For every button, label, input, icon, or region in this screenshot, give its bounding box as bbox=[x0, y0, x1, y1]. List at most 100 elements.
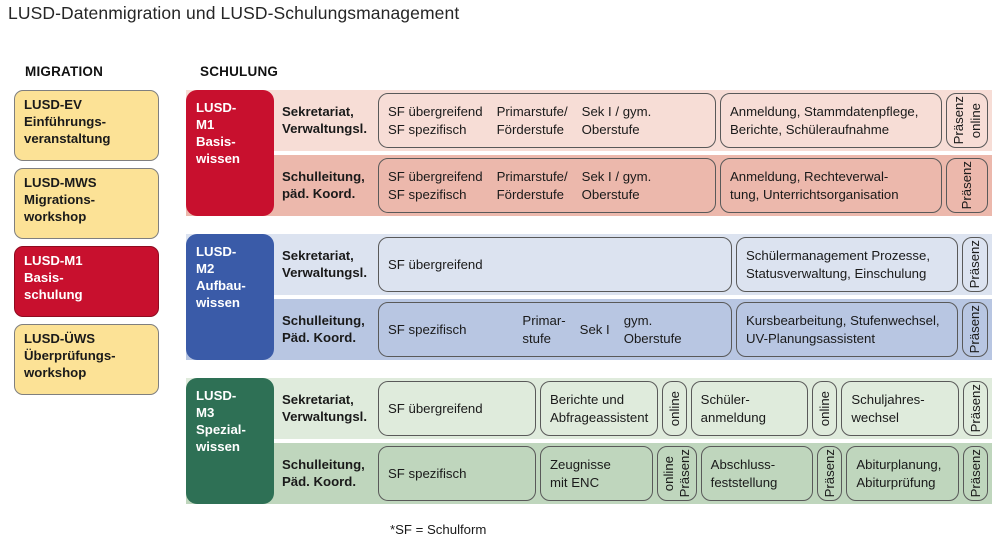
role-line2: Verwaltungsl. bbox=[282, 264, 368, 280]
topics-pill[interactable]: Abschluss- feststellung bbox=[700, 446, 814, 501]
topics-pill[interactable]: Schuljahres- wechsel bbox=[841, 381, 960, 436]
topics-pill[interactable]: Anmeldung, Rechteverwal- tung, Unterrich… bbox=[720, 158, 942, 213]
topics-line1: Anmeldung, Stammdatenpflege, bbox=[730, 104, 919, 120]
role-line2: Päd. Koord. bbox=[282, 473, 356, 489]
mode-label: Präsenz bbox=[677, 449, 693, 498]
migration-card-lusd-uews[interactable]: LUSD-ÜWS Überprüfungs- workshop bbox=[14, 324, 159, 395]
mode-label: Präsenz bbox=[967, 449, 983, 498]
mode-label: online bbox=[967, 102, 983, 139]
scope-group: Primarstufe/ Förderstufe bbox=[497, 168, 568, 202]
module-label-line2: M3 bbox=[196, 405, 215, 421]
topics-pill[interactable]: Berichte und Abfrageassistent bbox=[540, 381, 658, 436]
module-label-line4: wissen bbox=[196, 295, 240, 311]
scope-line2: stufe bbox=[522, 330, 552, 346]
mode-pill[interactable]: online bbox=[812, 381, 838, 436]
scope-pill[interactable]: SF übergreifend bbox=[378, 381, 536, 436]
topics-pill[interactable]: Anmeldung, Stammdatenpflege, Berichte, S… bbox=[720, 93, 942, 148]
module-label-line4: wissen bbox=[196, 151, 240, 167]
scope-line2: Förderstufe bbox=[496, 121, 565, 137]
scope-group: Sek I / gym. Oberstufe bbox=[582, 103, 652, 137]
scope-pill[interactable]: SF spezifisch Primar- stufe Sek I gym. O… bbox=[378, 302, 732, 357]
topics-text: Abiturplanung, Abiturprüfung bbox=[856, 456, 941, 490]
topics-line2: mit ENC bbox=[550, 474, 600, 490]
scope-group: SF übergreifend bbox=[388, 400, 483, 417]
migration-card-line3: workshop bbox=[24, 208, 87, 224]
topics-pill[interactable]: Zeugnisse mit ENC bbox=[540, 446, 653, 501]
role-line1: Sekretariat, bbox=[282, 391, 354, 407]
scope-pill[interactable]: SF spezifisch bbox=[378, 446, 536, 501]
migration-card-line3: schulung bbox=[24, 286, 83, 302]
mode-pill[interactable]: Präsenz bbox=[963, 446, 989, 501]
mode-label: Präsenz bbox=[967, 240, 983, 289]
scope-group: Sek I / gym. Oberstufe bbox=[582, 168, 652, 202]
mode-label: Präsenz bbox=[822, 449, 838, 498]
scope-line1: Primarstufe/ bbox=[496, 169, 568, 185]
migration-card-code: LUSD-EV bbox=[24, 97, 82, 112]
topics-line2: Abiturprüfung bbox=[856, 474, 936, 490]
module-label-line2: M2 bbox=[196, 261, 215, 277]
role-line1: Schulleitung, bbox=[282, 312, 365, 328]
module-label-line3: Basis- bbox=[196, 134, 236, 150]
scope-group: SF spezifisch bbox=[388, 321, 466, 338]
scope-line1: Sek I bbox=[579, 321, 610, 337]
module-label-line1: LUSD- bbox=[196, 244, 237, 259]
scope-pill[interactable]: SF übergreifend SF spezifisch Primarstuf… bbox=[378, 93, 716, 148]
module-label-line3: Spezial- bbox=[196, 422, 246, 438]
module-label-line2: M1 bbox=[196, 117, 215, 133]
scope-pill[interactable]: SF übergreifend SF spezifisch Primarstuf… bbox=[378, 158, 716, 213]
module-lusd-m2: LUSD- M2 Aufbau- wissen Sekretariat, Ver… bbox=[186, 234, 992, 360]
scope-line1: SF übergreifend bbox=[388, 256, 483, 272]
mode-pill[interactable]: online Präsenz bbox=[656, 446, 697, 501]
module-label-line1: LUSD- bbox=[196, 388, 237, 403]
scope-group: Primar- stufe bbox=[522, 312, 565, 346]
role-cell: Sekretariat, Verwaltungsl. bbox=[274, 93, 378, 148]
mode-pill[interactable]: Präsenz bbox=[962, 237, 988, 292]
migration-card-code: LUSD-ÜWS bbox=[24, 331, 96, 346]
scope-line1: SF übergreifend bbox=[388, 400, 483, 416]
module-label-m3[interactable]: LUSD- M3 Spezial- wissen bbox=[186, 378, 274, 504]
migration-card-lusd-ev[interactable]: LUSD-EV Einführungs- veranstaltung bbox=[14, 90, 159, 161]
migration-column: LUSD-EV Einführungs- veranstaltung LUSD-… bbox=[14, 90, 159, 402]
topics-line2: tung, Unterrichtsorganisation bbox=[730, 186, 899, 202]
topics-line2: Berichte, Schüleraufnahme bbox=[730, 121, 890, 137]
topics-text: Schüler- anmeldung bbox=[701, 391, 766, 425]
mode-pill[interactable]: Präsenz bbox=[962, 302, 988, 357]
migration-column-heading: MIGRATION bbox=[25, 64, 104, 79]
scope-group: SF übergreifend bbox=[388, 256, 483, 273]
topics-pill[interactable]: Schüler- anmeldung bbox=[690, 381, 809, 436]
topics-line1: Schülermanagement Prozesse, bbox=[746, 248, 930, 264]
schulung-column: LUSD- M1 Basis- wissen Sekretariat, Verw… bbox=[186, 90, 992, 522]
mode-pill[interactable]: Präsenz bbox=[963, 381, 989, 436]
module-row: Sekretariat, Verwaltungsl. SF übergreife… bbox=[186, 90, 992, 151]
scope-pill[interactable]: SF übergreifend bbox=[378, 237, 732, 292]
topics-pill[interactable]: Schülermanagement Prozesse, Statusverwal… bbox=[736, 237, 958, 292]
scope-line2: SF spezifisch bbox=[388, 121, 467, 137]
scope-line1: gym. bbox=[623, 313, 653, 329]
module-row: Schulleitung, Päd. Koord. SF spezifisch … bbox=[186, 299, 992, 360]
scope-group: Sek I bbox=[580, 321, 610, 338]
role-cell: Schulleitung, Päd. Koord. bbox=[274, 446, 378, 501]
topics-pill[interactable]: Kursbearbeitung, Stufenwechsel, UV-Planu… bbox=[736, 302, 958, 357]
module-label-m1[interactable]: LUSD- M1 Basis- wissen bbox=[186, 90, 274, 216]
mode-pill[interactable]: Präsenz online bbox=[946, 93, 988, 148]
scope-line2: SF spezifisch bbox=[388, 186, 467, 202]
topics-text: Anmeldung, Rechteverwal- tung, Unterrich… bbox=[730, 168, 899, 202]
mode-pill[interactable]: online bbox=[661, 381, 687, 436]
module-label-m2[interactable]: LUSD- M2 Aufbau- wissen bbox=[186, 234, 274, 360]
role-line2: Verwaltungsl. bbox=[282, 408, 368, 424]
mode-pill[interactable]: Präsenz bbox=[946, 158, 988, 213]
mode-label: Präsenz bbox=[967, 305, 983, 354]
topics-pill[interactable]: Abiturplanung, Abiturprüfung bbox=[846, 446, 960, 501]
role-line1: Sekretariat, bbox=[282, 247, 354, 263]
migration-card-lusd-mws[interactable]: LUSD-MWS Migrations- workshop bbox=[14, 168, 159, 239]
topics-line1: Anmeldung, Rechteverwal- bbox=[730, 169, 889, 185]
migration-card-lusd-m1[interactable]: LUSD-M1 Basis- schulung bbox=[14, 246, 159, 317]
module-label-line3: Aufbau- bbox=[196, 278, 246, 294]
mode-pill[interactable]: Präsenz bbox=[817, 446, 843, 501]
migration-card-line3: veranstaltung bbox=[24, 130, 111, 146]
topics-line1: Berichte und bbox=[550, 392, 625, 408]
mode-label: Präsenz bbox=[959, 161, 975, 210]
topics-line1: Zeugnisse bbox=[550, 457, 611, 473]
scope-line1: SF übergreifend bbox=[388, 104, 483, 120]
migration-card-line2: Einführungs- bbox=[24, 113, 107, 129]
